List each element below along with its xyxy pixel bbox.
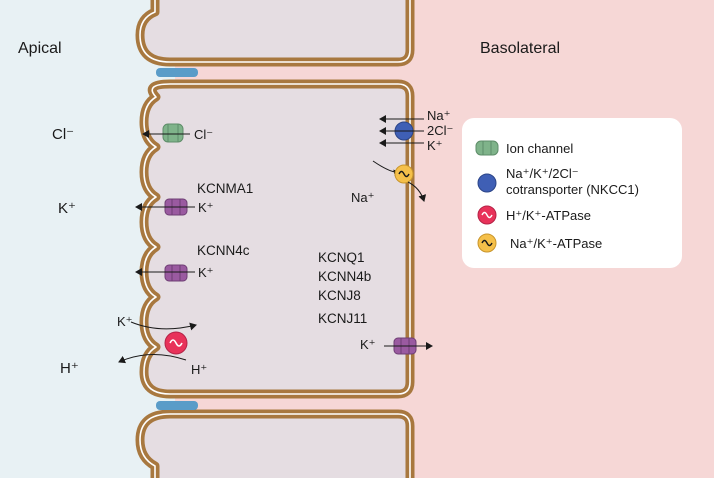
gene-kcnj8: KCNJ8	[318, 288, 361, 303]
legend-nkcc1-label: Na⁺/K⁺/2Cl⁻	[506, 166, 579, 181]
na-pump-label: Na⁺	[351, 190, 374, 205]
atpase-k-label: K⁺	[117, 314, 133, 329]
main-cell	[139, 79, 415, 399]
tight-junction-bottom	[156, 401, 198, 410]
na-pump-arrow-out	[407, 181, 427, 202]
cl-ion-channel	[162, 123, 184, 143]
nkcc-k-label: K⁺	[427, 138, 443, 153]
legend-item-ion-channel: Ion channel	[475, 140, 573, 156]
gene-kcnq1: KCNQ1	[318, 250, 365, 265]
legend-item-h-k-atpase: H⁺/K⁺-ATPase	[477, 205, 591, 225]
nkcc-na-label: Na⁺	[427, 108, 450, 123]
baso-k-label: K⁺	[360, 337, 376, 352]
h-k-atpase	[164, 331, 188, 355]
apical-k-label: K⁺	[58, 200, 76, 217]
kcnn4c-channel	[164, 264, 188, 282]
legend-nkcc1-label-2: cotransporter (NKCC1)	[506, 182, 639, 197]
ion-channel-icon	[475, 140, 499, 156]
legend: Ion channel Na⁺/K⁺/2Cl⁻ cotransporter (N…	[462, 118, 682, 268]
basolateral-label: Basolateral	[480, 40, 560, 57]
cl-channel-label: Cl⁻	[194, 127, 213, 142]
atpase-h-arrow	[118, 353, 187, 364]
k-channel-icon	[164, 264, 188, 282]
tight-junction-top	[156, 68, 198, 77]
apical-cl-label: Cl⁻	[52, 126, 74, 143]
legend-ion-channel-label: Ion channel	[506, 141, 573, 156]
apical-label: Apical	[18, 40, 62, 57]
legend-na-k-atpase-label: Na⁺/K⁺-ATPase	[510, 236, 602, 251]
legend-item-na-k-atpase: Na⁺/K⁺-ATPase	[477, 233, 602, 253]
na-k-atpase	[394, 164, 414, 184]
kcnn4c-label: KCNN4c	[197, 243, 250, 258]
kcnma1-k-label: K⁺	[198, 200, 214, 215]
ion-channel-icon	[162, 123, 184, 143]
atpase-h-label: H⁺	[191, 362, 207, 377]
gene-kcnj11: KCNJ11	[318, 311, 367, 326]
top-neighbor-cell	[135, 0, 415, 67]
legend-box	[462, 118, 682, 268]
nkcc-cl-label: 2Cl⁻	[427, 123, 453, 138]
kcnma1-label: KCNMA1	[197, 181, 253, 196]
bottom-neighbor-cell	[135, 409, 415, 478]
legend-h-k-atpase-label: H⁺/K⁺-ATPase	[506, 208, 591, 223]
atpase-k-arrow	[130, 321, 197, 331]
nkcc1-icon	[477, 173, 497, 193]
legend-item-nkcc1: Na⁺/K⁺/2Cl⁻ cotransporter (NKCC1)	[477, 166, 639, 197]
apical-h-label: H⁺	[60, 360, 79, 377]
kcnn4c-k-label: K⁺	[198, 265, 214, 280]
gene-kcnn4b: KCNN4b	[318, 269, 371, 284]
